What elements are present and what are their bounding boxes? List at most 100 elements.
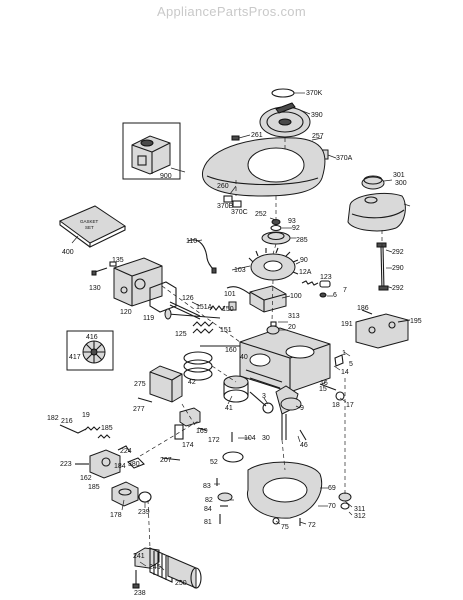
governor-link-216 — [59, 424, 87, 434]
fuel-cap-301 — [361, 175, 385, 190]
label-150: 150 — [222, 306, 234, 313]
gear-82 — [217, 492, 233, 502]
label-72: 72 — [308, 522, 316, 529]
label-185-lower: 185 — [88, 484, 100, 491]
decal-370b — [223, 195, 233, 203]
label-162: 162 — [80, 475, 92, 482]
part-135 — [109, 261, 117, 267]
label-300: 300 — [395, 180, 407, 187]
label-250: 250 — [175, 580, 187, 587]
label-400: 400 — [62, 249, 74, 256]
label-169: 169 — [196, 428, 208, 435]
spring-12a — [301, 280, 319, 286]
label-16: 16 — [320, 380, 328, 387]
filter-element-245 — [149, 547, 173, 583]
blower-housing-260 — [202, 137, 326, 197]
label-41: 41 — [225, 405, 233, 412]
cap-312 — [340, 502, 350, 510]
label-191: 191 — [341, 321, 353, 328]
assembly-guide-lines — [139, 138, 383, 549]
label-245: 245 — [149, 564, 161, 571]
spark-plug-wire-101 — [226, 286, 251, 295]
cylinder-head-120 — [113, 257, 163, 307]
label-182: 182 — [47, 415, 59, 422]
push-rod-126 — [169, 301, 201, 320]
label-42: 42 — [188, 379, 196, 386]
label-119: 119 — [143, 315, 154, 322]
label-261: 261 — [251, 132, 263, 139]
starter-pulley-390 — [259, 102, 311, 138]
label-370a: 370A — [336, 155, 353, 162]
choke-224 — [117, 445, 131, 453]
label-178: 178 — [110, 512, 122, 519]
label-292-upper: 292 — [392, 249, 404, 256]
label-186: 186 — [357, 305, 369, 312]
filter-cover-250 — [167, 555, 202, 589]
fuel-tank-300 — [347, 192, 406, 232]
label-6: 6 — [333, 292, 337, 299]
drain-plug-75 — [272, 517, 280, 525]
label-70: 70 — [328, 503, 336, 510]
carburetor-184 — [89, 449, 121, 479]
label-101: 101 — [224, 291, 236, 298]
label-285: 285 — [296, 237, 308, 244]
label-301: 301 — [393, 172, 405, 179]
label-40: 40 — [240, 354, 248, 361]
label-17: 17 — [346, 402, 354, 409]
label-20: 20 — [288, 324, 296, 331]
label-390: 390 — [311, 112, 323, 119]
label-81: 81 — [204, 519, 212, 526]
label-93: 93 — [288, 218, 296, 225]
label-104: 104 — [244, 435, 256, 442]
fuel-bowl-178 — [111, 481, 139, 507]
label-69: 69 — [328, 485, 336, 492]
label-126: 126 — [182, 295, 194, 302]
label-18: 18 — [332, 402, 340, 409]
label-151: 151 — [220, 327, 232, 334]
part-6 — [319, 292, 327, 298]
connecting-rod-3 — [249, 391, 274, 414]
control-bracket-191 — [355, 313, 409, 349]
label-290: 290 — [392, 265, 404, 272]
label-135: 135 — [112, 257, 124, 264]
label-224: 224 — [120, 448, 132, 455]
label-312: 312 — [354, 513, 366, 520]
part-123 — [319, 280, 331, 288]
screw-238 — [132, 570, 140, 589]
flywheel-90 — [248, 247, 299, 281]
nut-93 — [271, 219, 281, 225]
label-82: 82 — [205, 497, 213, 504]
label-370k: 370K — [306, 90, 323, 97]
label-174: 174 — [182, 442, 194, 449]
label-900: 900 — [160, 173, 172, 180]
label-313: 313 — [288, 313, 300, 320]
watermark-text: AppliancePartsPros.com — [157, 4, 306, 19]
label-46: 46 — [300, 442, 308, 449]
bolt-261 — [231, 135, 240, 141]
spring-185 — [97, 434, 111, 439]
decal-370c — [232, 200, 242, 208]
label-260: 260 — [217, 183, 229, 190]
oil-fill-311 — [338, 492, 352, 502]
ignition-armature-100 — [249, 285, 287, 313]
label-7: 7 — [343, 287, 347, 294]
label-257: 257 — [312, 133, 324, 140]
sump-69 — [246, 461, 323, 519]
gasket-52 — [222, 451, 244, 463]
label-14: 14 — [341, 369, 349, 376]
gear-18 — [335, 391, 345, 401]
label-160: 160 — [225, 347, 237, 354]
governor-inset-box — [66, 330, 114, 371]
washer-92 — [270, 224, 282, 232]
label-15: 15 — [319, 386, 327, 393]
bolt-169 — [197, 427, 207, 431]
label-238: 238 — [134, 590, 146, 597]
label-184: 184 — [114, 463, 126, 470]
label-84: 84 — [204, 506, 212, 513]
label-241: 241 — [133, 553, 145, 560]
label-370c: 370C — [231, 209, 248, 216]
dipstick-46 — [299, 429, 307, 441]
label-1: 1 — [342, 350, 346, 357]
label-292-lower: 292 — [392, 285, 404, 292]
